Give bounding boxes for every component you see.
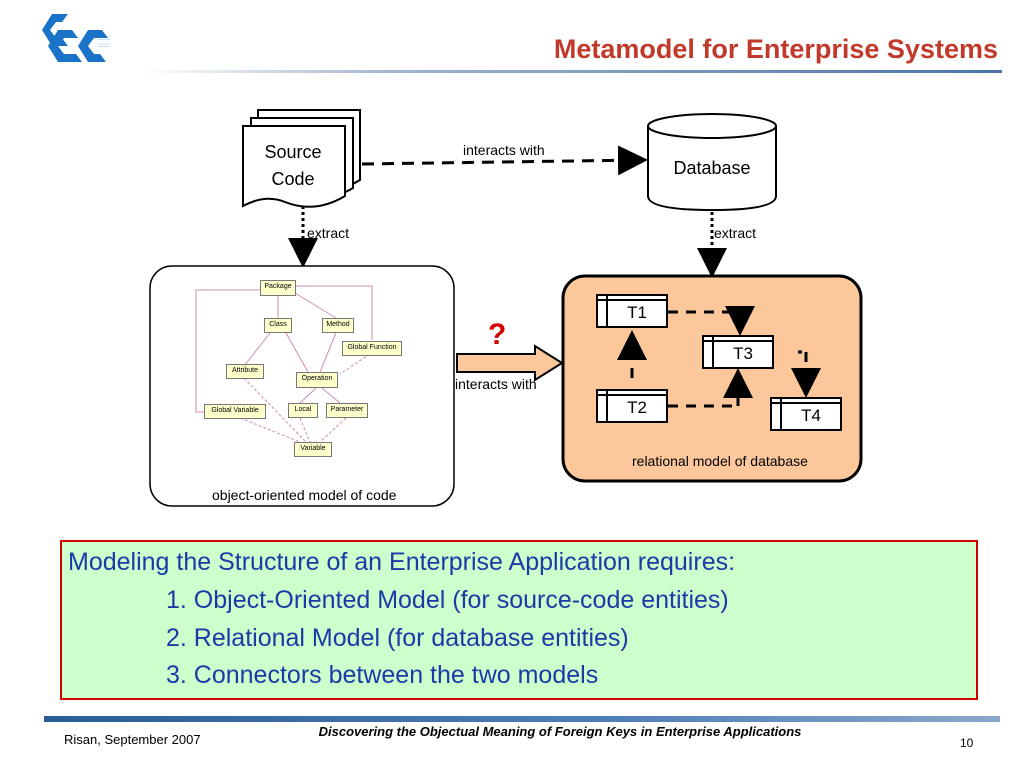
uml-variable: Variable: [294, 442, 332, 457]
notes-box: Modeling the Structure of an Enterprise …: [60, 540, 978, 700]
footer-title: Discovering the Objectual Meaning of For…: [318, 724, 802, 739]
table-t1-label: T1: [627, 303, 647, 322]
uml-parameter: Parameter: [326, 403, 368, 418]
source-code-label-line2: Code: [271, 169, 315, 189]
notes-item-2: 2. Relational Model (for database entiti…: [166, 624, 629, 652]
table-t2: [596, 389, 668, 423]
table-t3: [702, 335, 774, 369]
table-t4: [770, 397, 842, 431]
page-number: 10: [960, 736, 974, 750]
notes-item-1: 1. Object-Oriented Model (for source-cod…: [166, 586, 729, 614]
notes-item-3: 3. Connectors between the two models: [166, 661, 599, 689]
table-t3-label: T3: [733, 344, 753, 363]
table-t2-label: T2: [627, 398, 647, 417]
source-code-label-line1: Source: [264, 142, 322, 162]
table-t4-label: T4: [801, 406, 821, 425]
uml-global-variable: Global Variable: [204, 404, 266, 419]
footer-author: Risan, September 2007: [64, 732, 201, 747]
uml-method: Method: [322, 318, 354, 333]
uml-attribute: Attribute: [226, 364, 264, 379]
source-code-icon: [242, 109, 361, 208]
svg-text:::::::: ::::::: [98, 35, 110, 42]
extract-right-label: extract: [714, 225, 757, 241]
title-underline: [140, 70, 1002, 73]
uml-operation: Operation: [296, 372, 338, 388]
uml-global-function: Global Function: [342, 341, 402, 356]
uml-package: Package: [260, 280, 296, 296]
relational-links: [617, 306, 821, 408]
footer-bar: [44, 716, 1000, 722]
table-t1: [596, 294, 668, 328]
extract-left-label: extract: [307, 225, 350, 241]
uml-class: Class: [264, 318, 292, 333]
oo-model-caption: object-oriented model of code: [212, 487, 397, 503]
interacts-top-label: interacts with: [463, 142, 545, 158]
diagram-canvas: [149, 109, 863, 507]
question-mark: ?: [488, 318, 507, 351]
interacts-top-arrow: [361, 145, 648, 176]
page-title: Metamodel for Enterprise Systems: [553, 34, 998, 64]
database-label: Database: [673, 158, 751, 178]
interacts-middle-arrow: [456, 344, 564, 382]
notes-heading: Modeling the Structure of an Enterprise …: [68, 548, 736, 576]
svg-text:::::::: ::::::: [98, 42, 110, 49]
logo: :::::: ::::::: [38, 10, 138, 74]
uml-links: [195, 285, 373, 443]
uml-local: Local: [288, 403, 318, 418]
interacts-middle-label: interacts with: [455, 376, 537, 392]
database-icon: [647, 113, 777, 212]
relational-caption: relational model of database: [632, 453, 808, 469]
